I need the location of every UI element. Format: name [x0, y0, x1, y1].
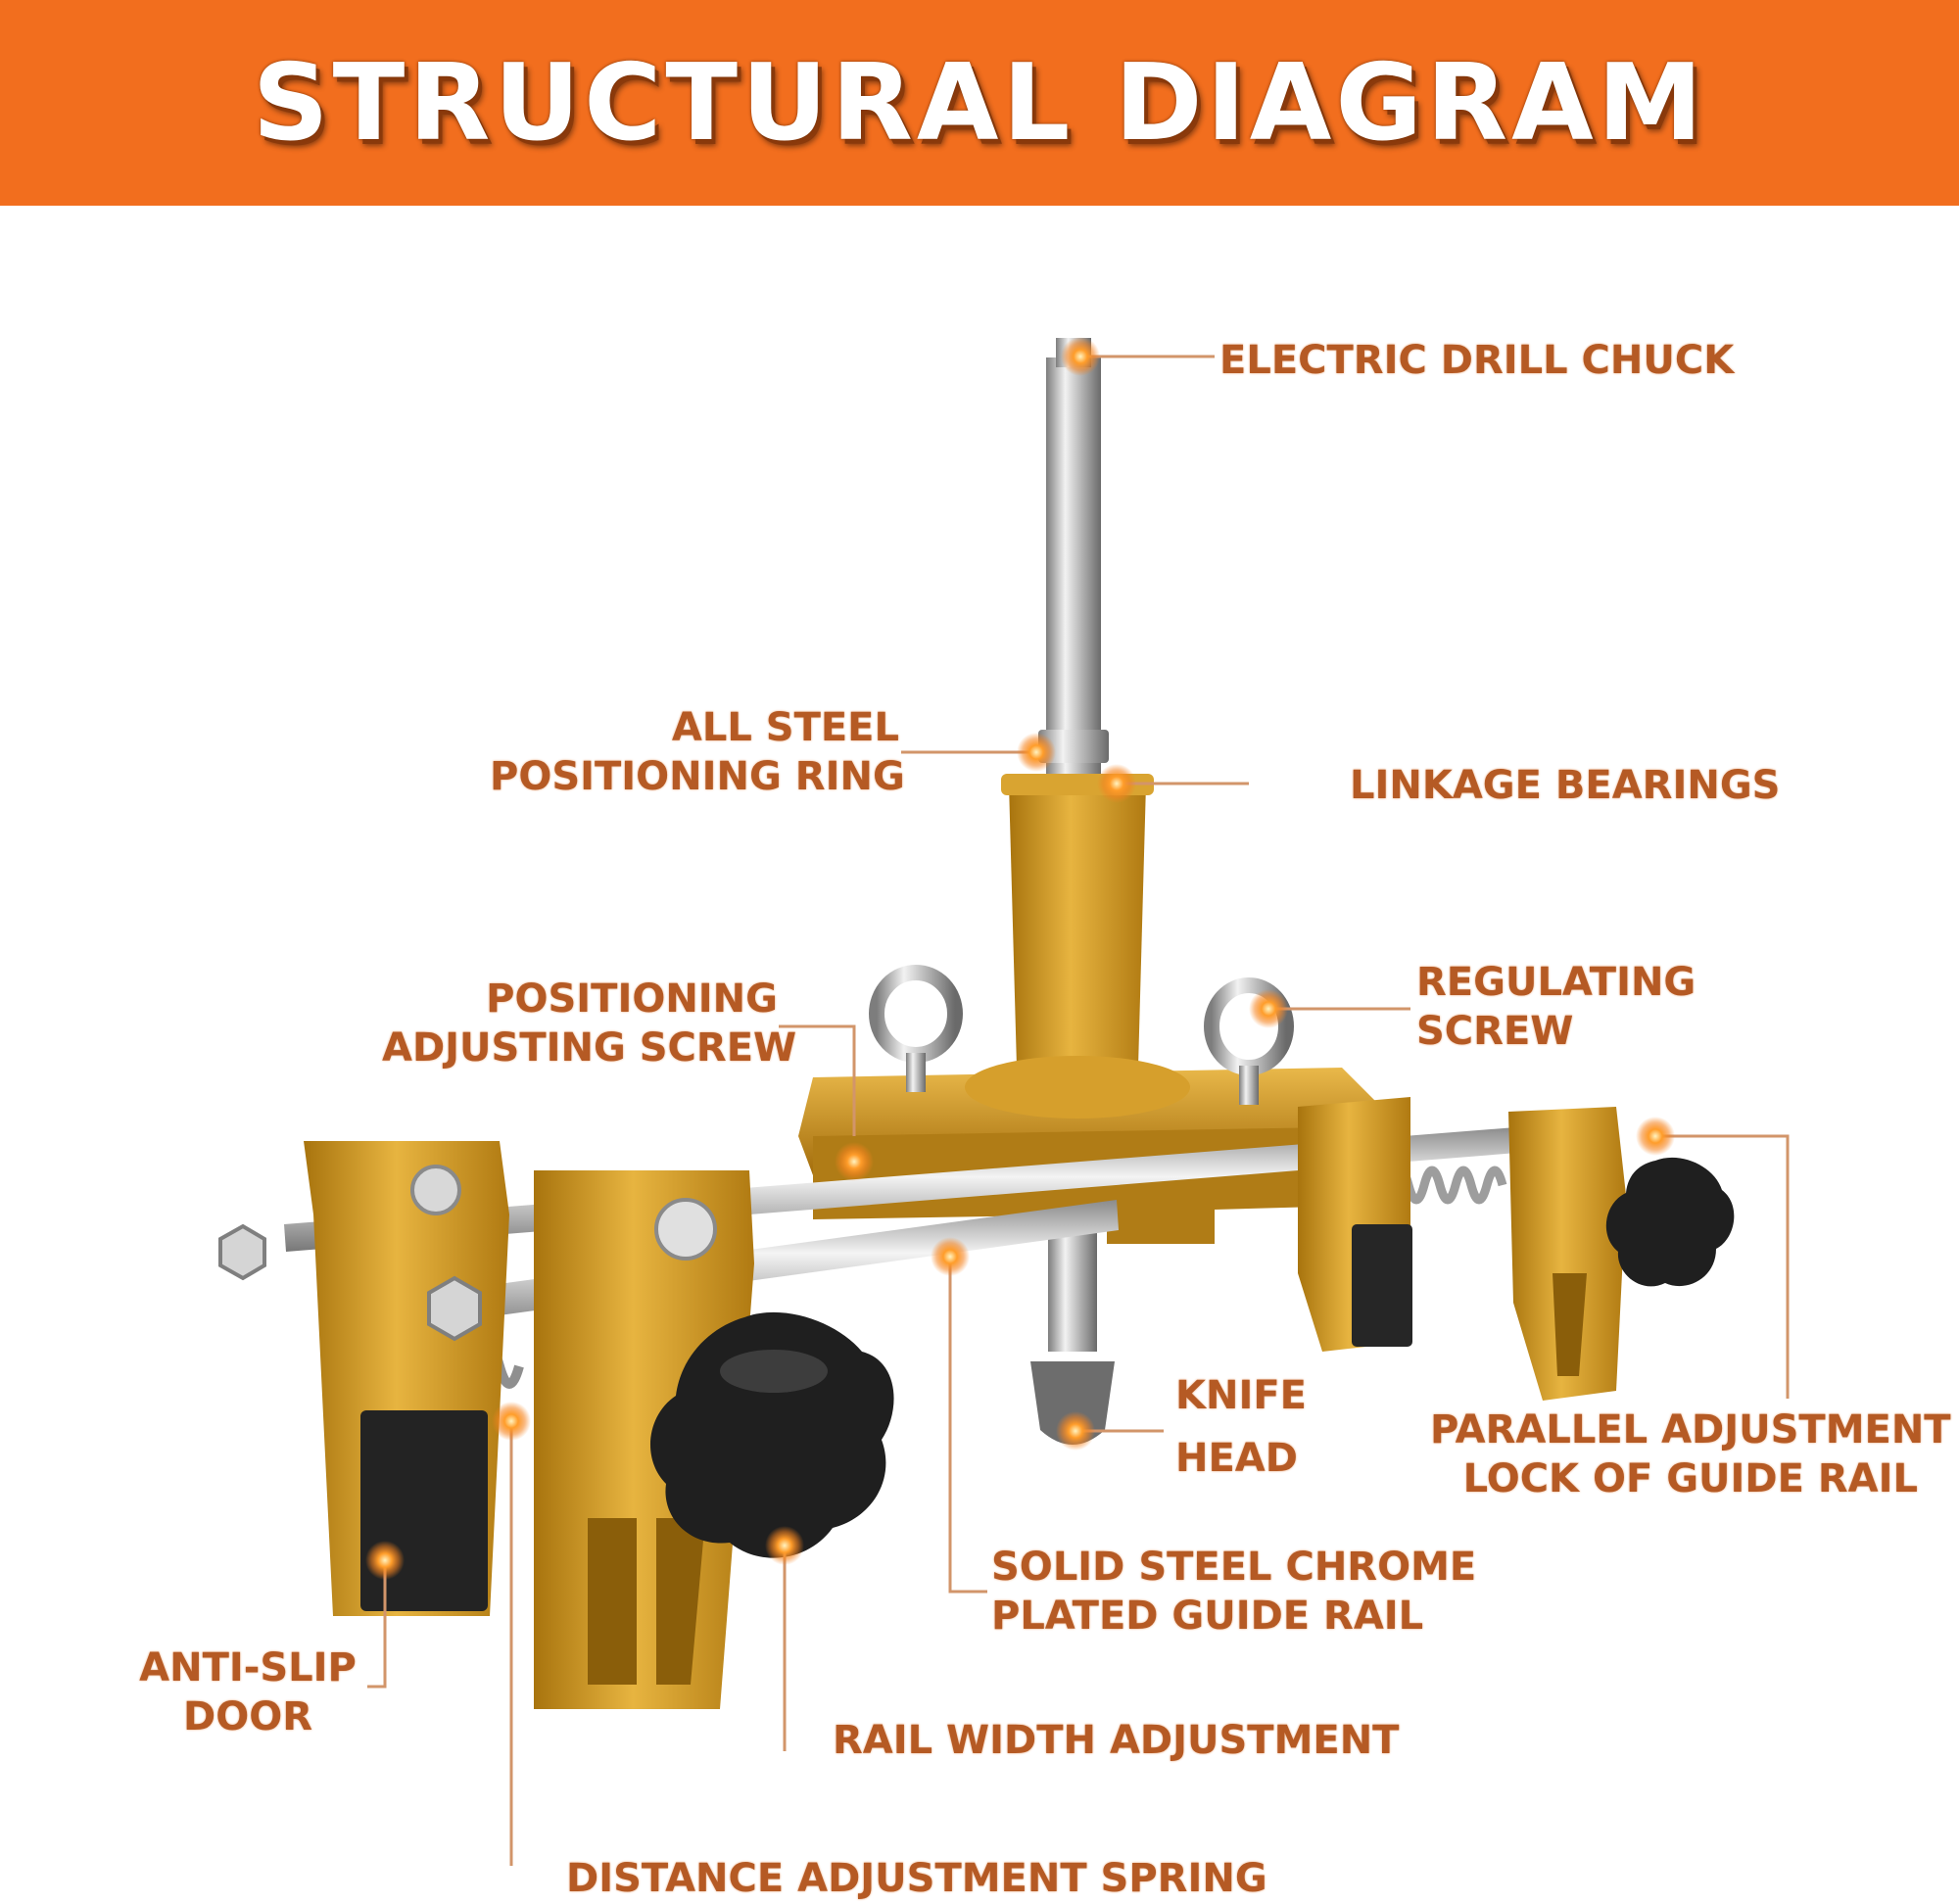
clamp-slot-1 — [588, 1518, 637, 1685]
marker-rail-width — [765, 1526, 804, 1565]
label-line-2: HEAD — [1175, 1436, 1298, 1481]
column-housing — [1009, 784, 1146, 1068]
knob-small — [1605, 1157, 1735, 1287]
label-distance-spring: DISTANCE ADJUSTMENT SPRING — [566, 1854, 1267, 1903]
eye-bolt-right-stem — [1239, 1066, 1259, 1105]
marker-guide-rail — [931, 1237, 970, 1276]
label-line-1: ANTI-SLIP — [139, 1645, 357, 1690]
marker-knife-head — [1056, 1411, 1095, 1451]
marker-regulating-screw — [1249, 989, 1288, 1028]
callout-markers — [365, 337, 1675, 1580]
marker-anti-slip — [365, 1541, 405, 1580]
drill-shaft — [1046, 357, 1101, 779]
label-line-2: LOCK OF GUIDE RAIL — [1462, 1456, 1918, 1501]
label-line-1: REGULATING — [1416, 960, 1696, 1005]
leader-parallel-lock — [1655, 1134, 1790, 1399]
label-text: RAIL WIDTH ADJUSTMENT — [833, 1718, 1400, 1763]
positioning-ring — [1038, 730, 1109, 763]
label-line-1: POSITIONING — [486, 976, 778, 1022]
clamp-slot-2 — [656, 1518, 705, 1685]
label-positioning-ring: ALL STEEL POSITIONING RING — [490, 703, 905, 801]
clamp-slot-right — [1553, 1273, 1587, 1376]
label-text: DISTANCE ADJUSTMENT SPRING — [566, 1856, 1267, 1901]
label-line-2: POSITIONING RING — [490, 754, 905, 799]
label-anti-slip-door: ANTI-SLIP DOOR — [132, 1643, 363, 1741]
diagram-title: STRUCTURAL DIAGRAM — [252, 41, 1707, 165]
label-parallel-lock: PARALLEL ADJUSTMENT LOCK OF GUIDE RAIL — [1430, 1405, 1951, 1503]
label-line-2: ADJUSTING SCREW — [382, 1025, 797, 1071]
column-flange — [965, 1056, 1190, 1119]
clamp-block-right — [1508, 1107, 1626, 1401]
label-line-2: DOOR — [182, 1694, 312, 1739]
marker-parallel-lock — [1636, 1117, 1675, 1156]
label-line-2: SCREW — [1416, 1009, 1574, 1054]
label-knife-head: KNIFE HEAD — [1175, 1371, 1307, 1483]
marker-positioning-screw — [835, 1142, 874, 1181]
hex-nut-1 — [410, 1165, 461, 1215]
marker-distance-spring — [492, 1402, 531, 1441]
anti-slip-pad-right — [1352, 1224, 1412, 1347]
rail-end-bolt-1 — [218, 1223, 266, 1281]
label-regulating-screw: REGULATING SCREW — [1416, 958, 1696, 1056]
leader-guide-rail — [948, 1263, 987, 1594]
leader-positioning-screw — [779, 1024, 856, 1136]
header-banner: STRUCTURAL DIAGRAM — [0, 0, 1959, 206]
anti-slip-pad — [360, 1410, 488, 1611]
label-line-1: PARALLEL ADJUSTMENT — [1430, 1407, 1951, 1452]
label-text: LINKAGE BEARINGS — [1350, 763, 1781, 808]
label-guide-rail: SOLID STEEL CHROME PLATED GUIDE RAIL — [991, 1543, 1476, 1641]
label-positioning-screw: POSITIONING ADJUSTING SCREW — [382, 975, 797, 1072]
marker-drill-chuck — [1061, 337, 1100, 376]
knob-large-highlight — [720, 1350, 828, 1393]
label-line-1: ALL STEEL — [671, 705, 899, 750]
rail-end-bolt-2 — [427, 1275, 482, 1342]
marker-linkage-bearings — [1097, 764, 1136, 803]
leader-anti-slip — [367, 1560, 387, 1689]
hex-nut-2 — [654, 1198, 717, 1261]
label-text: ELECTRIC DRILL CHUCK — [1219, 338, 1735, 383]
marker-positioning-ring — [1017, 733, 1056, 772]
knob-large — [649, 1311, 894, 1558]
label-line-1: SOLID STEEL CHROME — [991, 1545, 1477, 1590]
label-line-2: PLATED GUIDE RAIL — [991, 1594, 1424, 1639]
leader-lines — [367, 355, 1790, 1866]
label-linkage-bearings: LINKAGE BEARINGS — [1350, 761, 1780, 810]
eye-bolt-left-stem — [906, 1053, 926, 1092]
label-electric-drill-chuck: ELECTRIC DRILL CHUCK — [1219, 336, 1734, 385]
label-rail-width-adjustment: RAIL WIDTH ADJUSTMENT — [833, 1716, 1399, 1765]
label-line-1: KNIFE — [1175, 1373, 1308, 1418]
eye-bolt-left-ring — [869, 965, 963, 1063]
